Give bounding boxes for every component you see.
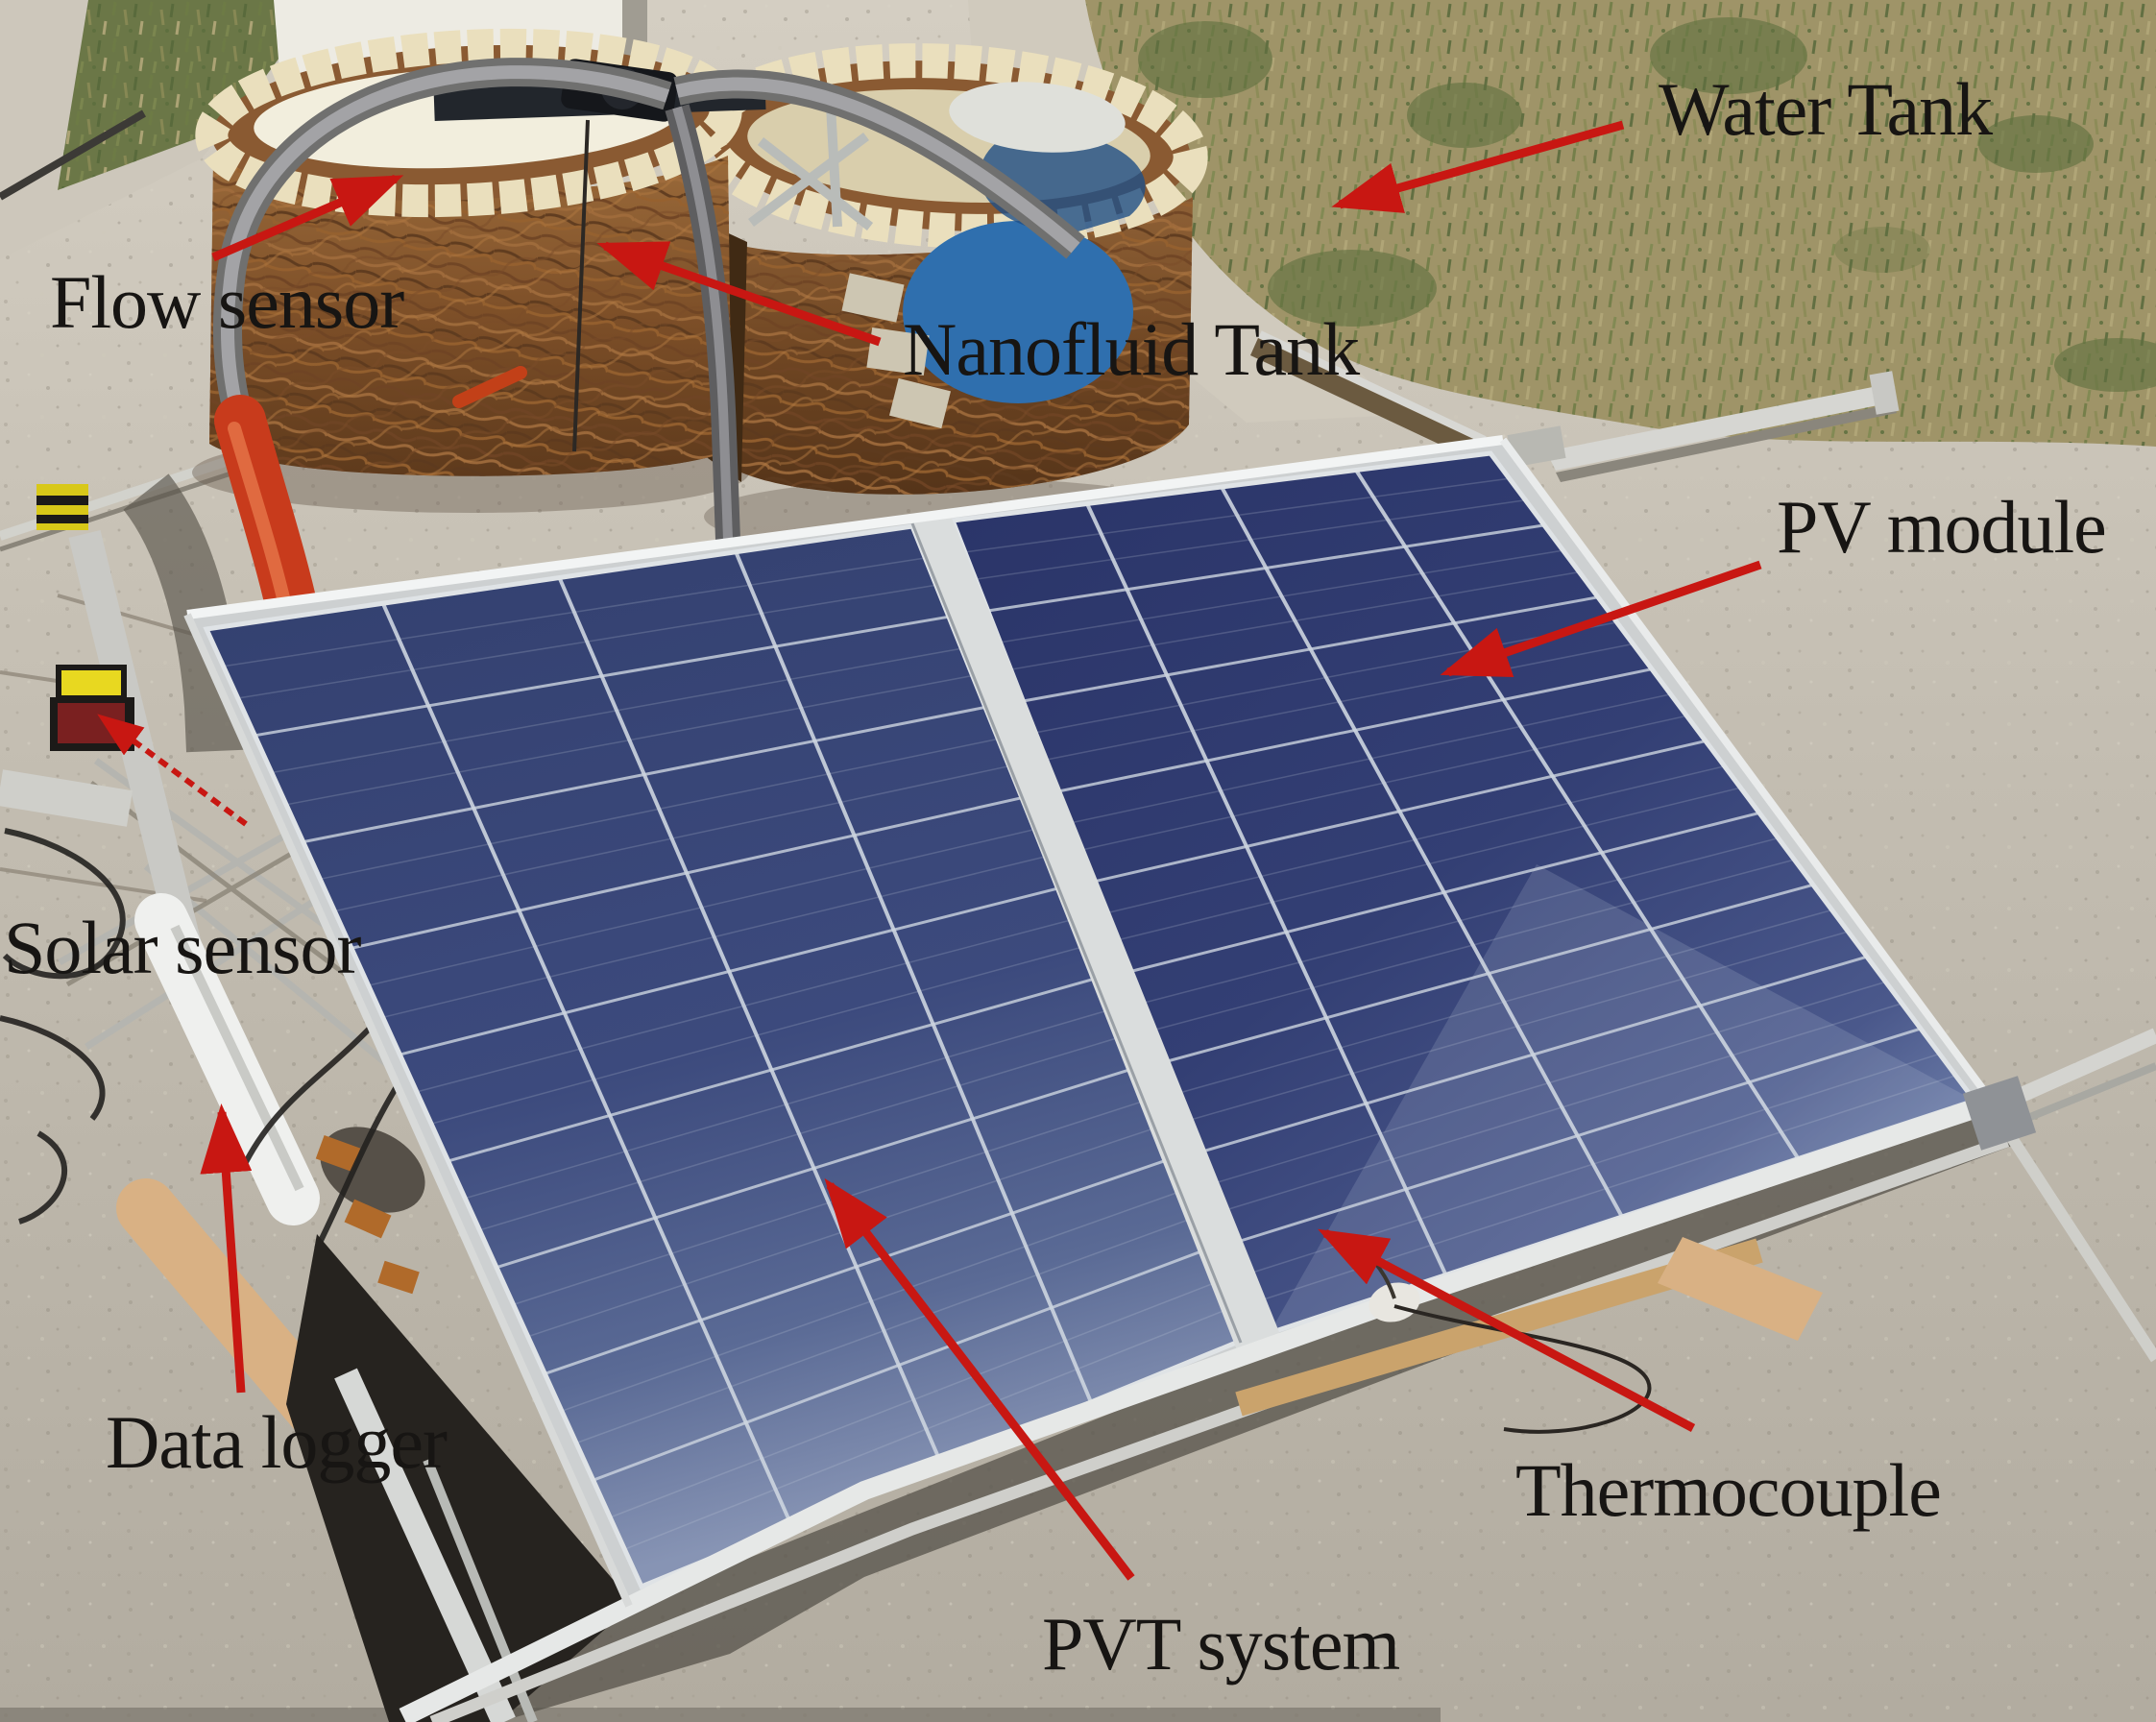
pv-module-arrow — [1440, 560, 1762, 678]
flow-sensor-arrow — [211, 174, 404, 262]
label-pv-module: PV module — [1777, 485, 2106, 569]
white-foam-lid-piece — [949, 82, 1126, 153]
pv-module-right — [953, 453, 1974, 1333]
nanofluid-tank-object — [195, 28, 766, 476]
glass-reflection — [1270, 864, 1974, 1333]
grass-bushes — [1138, 17, 2156, 392]
thin-wire-on-tank — [572, 119, 590, 452]
frame-left-edge — [183, 613, 633, 1608]
label-thermocouple: Thermocouple — [1515, 1448, 1941, 1532]
solar-sensor-arrow — [97, 714, 248, 827]
frame-bottom-band — [399, 1095, 1992, 1722]
yellow-clamp-device — [36, 484, 88, 530]
lower-support-rail — [429, 1134, 2010, 1722]
module-seam — [910, 516, 1281, 1350]
ground-rail-top-right — [1507, 371, 1900, 482]
frame-right-highlight — [1499, 437, 1997, 1105]
annotations: Water Tank Flow sensor Nanofluid Tank PV… — [4, 67, 2107, 1686]
label-flow-sensor: Flow sensor — [50, 260, 404, 344]
annotation-arrows — [97, 120, 1762, 1581]
label-nanofluid-tank: Nanofluid Tank — [903, 307, 1360, 391]
cables — [0, 828, 406, 1250]
gray-hoses — [213, 58, 1085, 541]
solar-sensor-device — [50, 665, 134, 751]
bottom-shadow-strip — [0, 1708, 1441, 1722]
label-solar-sensor: Solar sensor — [4, 906, 361, 989]
thermocouple-arrow — [1318, 1228, 1696, 1432]
rusty-rail-mid-right — [1250, 330, 1487, 461]
red-hose-shadow — [123, 473, 244, 753]
water-tank-object — [690, 43, 1208, 495]
support-rail-vertical — [334, 1368, 516, 1722]
dark-gap-under-panel — [286, 1234, 634, 1722]
copper-fittings — [315, 1134, 420, 1295]
label-water-tank: Water Tank — [1659, 67, 1993, 151]
red-stick — [452, 366, 527, 408]
data-logger-arrow — [200, 1104, 253, 1394]
tanks — [123, 28, 1208, 753]
white-insulated-tube — [134, 893, 320, 1225]
stick-on-walkway — [0, 109, 147, 201]
pvt-system-arrow — [824, 1177, 1135, 1581]
water-tank-arrow — [1331, 120, 1625, 213]
annotation-labels: Water Tank Flow sensor Nanofluid Tank PV… — [4, 67, 2107, 1686]
pv-left-cell-grid — [223, 551, 1228, 1550]
right-side-rails — [1962, 1028, 2156, 1363]
pvt-system-assembly — [183, 435, 2156, 1722]
nanofluid-tank-arrow — [596, 241, 882, 347]
horizontal-beam — [0, 769, 133, 827]
gray-foam-blocks — [841, 273, 952, 429]
blue-water-barrel — [903, 221, 1134, 403]
label-pvt-system: PVT system — [1042, 1602, 1399, 1686]
frame-top-highlight — [186, 435, 1504, 619]
label-data-logger: Data logger — [106, 1400, 448, 1484]
